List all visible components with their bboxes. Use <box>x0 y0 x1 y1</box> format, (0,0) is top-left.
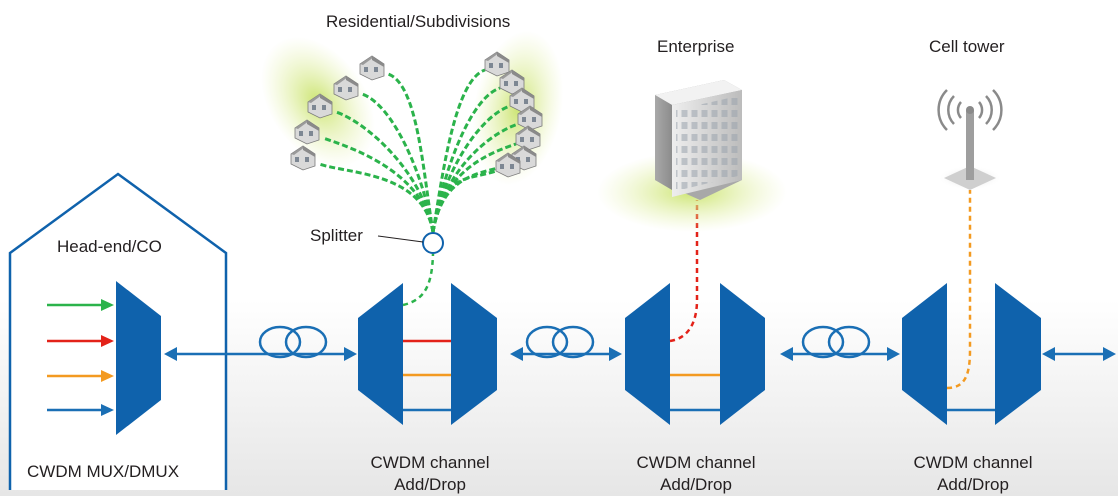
arrow-left-icon <box>510 347 523 361</box>
oadm-demux-block <box>625 283 670 425</box>
add-drop-3-line2: Add/Drop <box>937 475 1009 494</box>
fiber-spool-icon <box>525 325 595 359</box>
house-icon <box>294 119 320 145</box>
house-icon <box>495 152 521 178</box>
fiber-arrowheads <box>164 347 1116 361</box>
add-drop-2-line1: CWDM channel <box>636 453 756 472</box>
fiber-spool-icon <box>258 325 328 359</box>
add-drop-node-3 <box>902 190 1041 425</box>
house-icon <box>290 145 316 171</box>
tower-mast <box>966 110 974 180</box>
arrow-right-icon <box>609 347 622 361</box>
add-drop-node-2 <box>625 200 765 425</box>
splitter-icon <box>422 232 444 254</box>
mux-dmux-label: CWDM MUX/DMUX <box>27 462 180 481</box>
add-drop-2-label: CWDM channel Add/Drop <box>606 452 786 496</box>
building-side <box>655 95 672 190</box>
house-icon <box>499 69 525 95</box>
residential-houses <box>290 51 543 178</box>
antenna-tip-icon <box>966 106 974 114</box>
house-icon <box>307 93 333 119</box>
building-windows <box>676 96 738 191</box>
arrow-right-icon <box>887 347 900 361</box>
add-drop-node-1 <box>358 253 497 425</box>
add-drop-1-line2: Add/Drop <box>394 475 466 494</box>
splitter-leader-line <box>377 235 424 243</box>
house-icon <box>509 87 535 113</box>
splitter-label: Splitter <box>310 226 363 245</box>
fiber-spools <box>258 325 871 359</box>
residential-label: Residential/Subdivisions <box>326 12 511 31</box>
oadm-mux-block <box>720 283 765 425</box>
enterprise-label: Enterprise <box>657 37 735 56</box>
house-icon <box>484 51 510 77</box>
house-icon <box>359 55 385 81</box>
house-icon <box>515 125 541 151</box>
green-arrowhead-icon <box>101 299 114 311</box>
building-roof <box>655 80 742 105</box>
blue-arrowhead-icon <box>101 404 114 416</box>
arrow-left-icon <box>1042 347 1055 361</box>
add-drop-1-label: CWDM channel Add/Drop <box>340 452 520 496</box>
arrow-right-icon <box>344 347 357 361</box>
oadm-demux-block <box>902 283 947 425</box>
house-icon <box>333 75 359 101</box>
red-arrowhead-icon <box>101 335 114 347</box>
oadm-demux-block <box>358 283 403 425</box>
oadm-mux-block <box>995 283 1041 425</box>
house-icon <box>517 105 543 131</box>
radio-waves-icon <box>937 89 1003 131</box>
fiber-spool-icon <box>801 325 871 359</box>
oadm-mux-block <box>451 283 497 425</box>
orange-arrowhead-icon <box>101 370 114 382</box>
cell-tower-label: Cell tower <box>929 37 1005 56</box>
fiber-drop-line <box>318 162 435 233</box>
add-drop-1-line1: CWDM channel <box>370 453 490 472</box>
head-end-label: Head-end/CO <box>57 237 162 256</box>
red-drop-fiber <box>669 200 699 343</box>
green-drop-fiber <box>402 253 435 307</box>
arrow-left-icon <box>164 347 177 361</box>
add-drop-2-line2: Add/Drop <box>660 475 732 494</box>
arrow-right-icon <box>1103 347 1116 361</box>
input-channel-arrows <box>47 299 114 416</box>
add-drop-3-line1: CWDM channel <box>913 453 1033 472</box>
add-drop-3-label: CWDM channel Add/Drop <box>883 452 1063 496</box>
mux-dmux-block <box>116 281 161 435</box>
fiber-drop-line <box>431 169 497 233</box>
enterprise-building <box>597 80 787 232</box>
cell-tower <box>937 89 1003 190</box>
arrow-left-icon <box>780 347 793 361</box>
